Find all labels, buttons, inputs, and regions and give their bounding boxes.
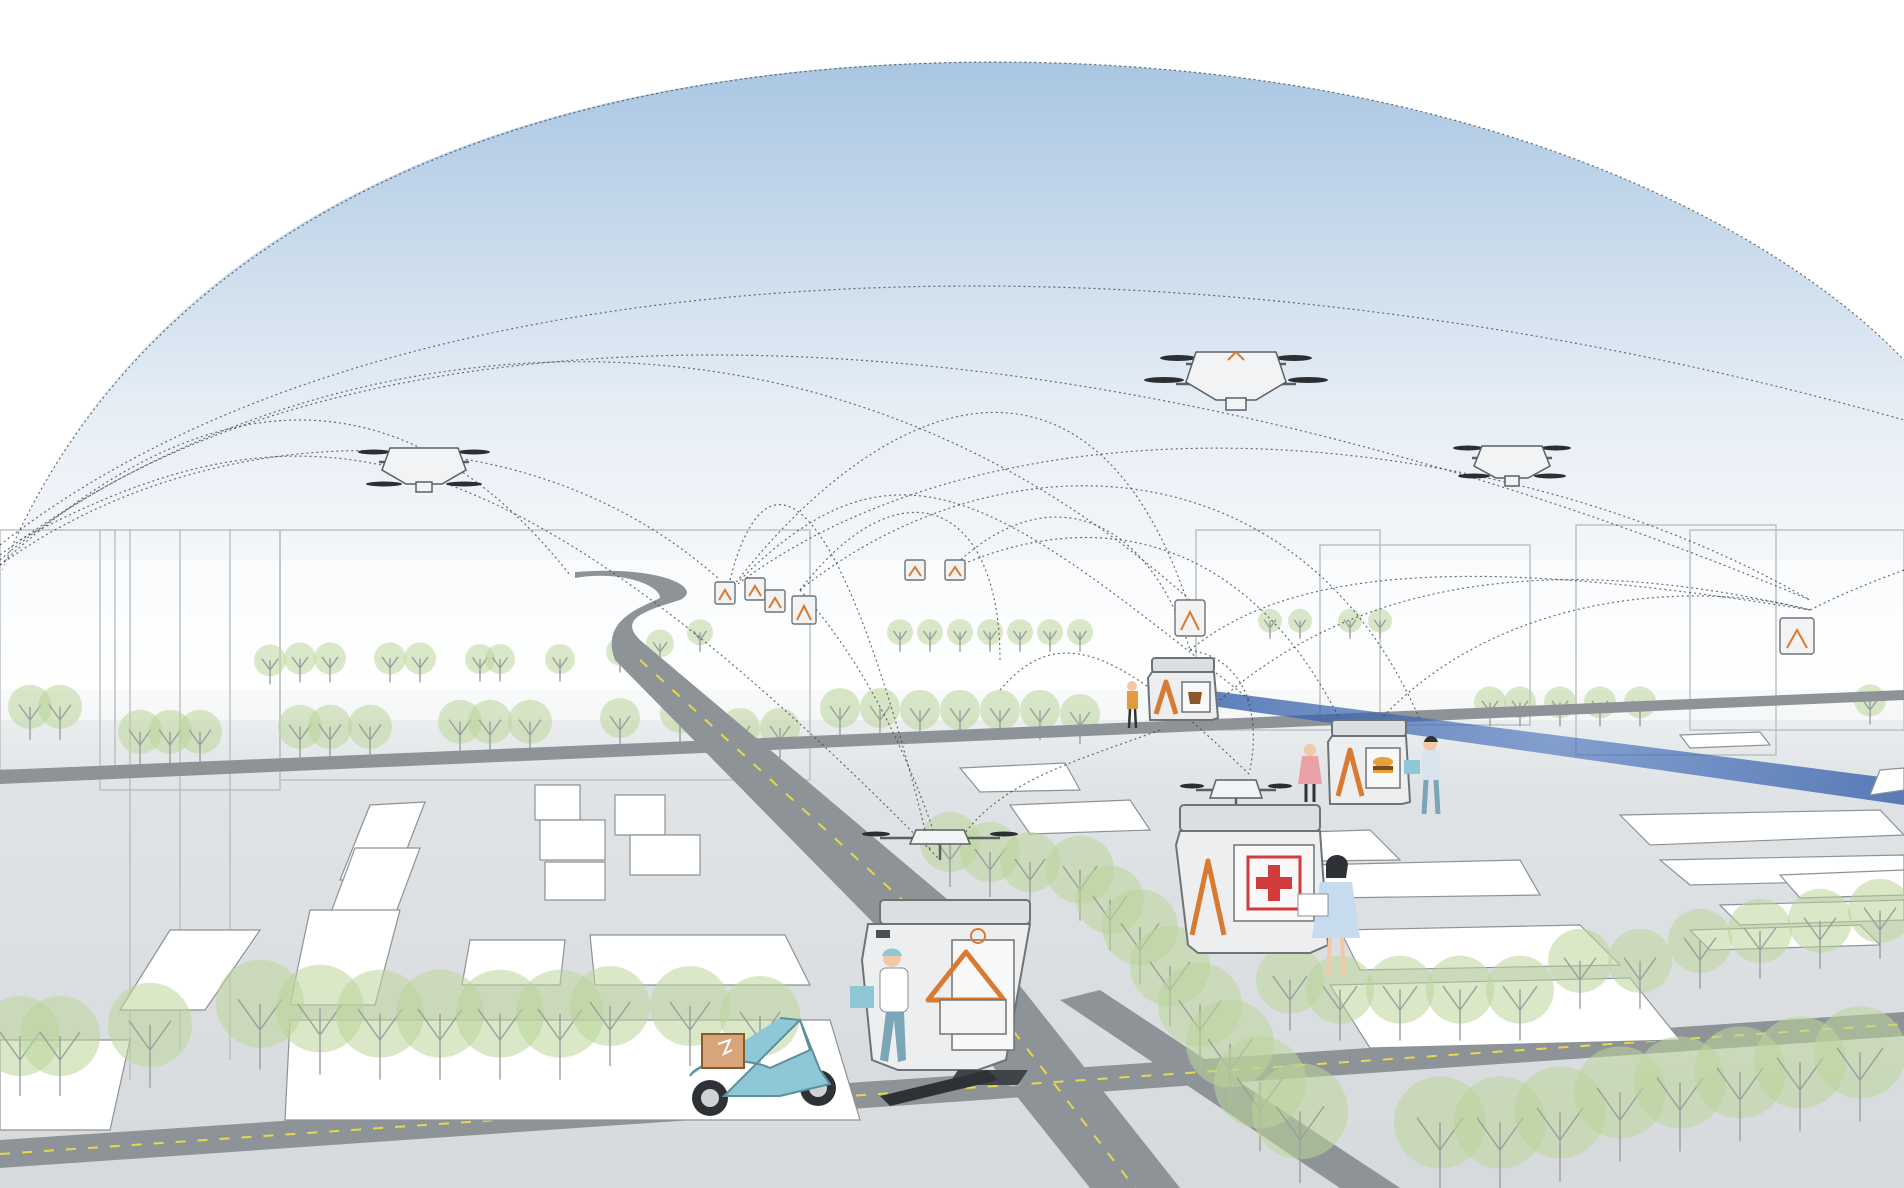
tree [1258,608,1282,639]
tree [1306,955,1374,1041]
tree [545,644,575,682]
tree [1848,878,1904,959]
tree [284,642,316,683]
tree [1007,619,1033,652]
delivery-pod [744,577,766,601]
tree [1814,1006,1904,1122]
tree [1788,888,1852,969]
tree [860,688,900,738]
drone-corridor-beam [1205,690,1904,805]
tree [308,704,352,760]
tree [178,709,222,765]
tree [1000,832,1060,907]
tree [917,619,943,652]
tree [600,698,640,748]
package-icon [701,1033,745,1069]
delivery-pods [714,559,1815,655]
person-orange [1127,681,1138,729]
tree [468,699,512,755]
delivery-pod [714,581,736,605]
flight-routes [0,285,1904,861]
drone-landing-main [862,829,1018,860]
tree [820,688,860,738]
road-winding [575,570,1180,1188]
drone-left [358,447,490,493]
drone-large-center [1144,350,1328,411]
person-courier [850,948,909,1062]
tree [1020,690,1060,740]
tree [1067,619,1093,652]
tree [570,966,650,1066]
coffee-cup-icon [1188,692,1202,704]
person-woman-pink [1298,744,1322,802]
tree [254,644,286,685]
tree [1728,898,1792,979]
delivery-pod [1779,617,1815,655]
delivery-pod [1174,599,1206,637]
tree [38,684,82,740]
tree [1037,619,1063,652]
tree [1426,955,1494,1041]
delivery-pod [764,589,786,613]
tree [374,642,406,683]
medical-cross-icon [1246,855,1302,911]
tree [1668,908,1732,989]
tree [687,619,713,652]
tree [1060,694,1100,744]
tree [1608,928,1672,1009]
tree [887,619,913,652]
tree [1366,955,1434,1041]
person-with-box [1404,736,1441,815]
tree [1252,1063,1348,1184]
tree-row-near [0,812,1904,1188]
tree [485,644,515,682]
tree [20,996,100,1096]
tree [108,982,192,1088]
delivery-pod [904,559,926,581]
drone-landing-medical [1180,779,1292,810]
tree [348,704,392,760]
delivery-pod [791,595,817,625]
station-coffee [1146,657,1220,721]
tree [1338,608,1362,639]
tree [650,966,730,1066]
delivery-scooter [689,1017,836,1116]
person-woman-medical [1297,855,1360,977]
road-horizontal-far [0,690,1904,784]
tree [1548,928,1612,1009]
delivery-pod [944,559,966,581]
station-medical [1174,804,1330,954]
drone-right [1453,445,1571,487]
tree [404,642,436,683]
sky-dome [0,61,1904,700]
tree [1368,608,1392,639]
tree [977,619,1003,652]
tree [1288,608,1312,639]
tree [314,642,346,683]
tree [1486,955,1554,1041]
station-food [1326,719,1412,805]
burger-icon [1373,757,1393,773]
tree [947,619,973,652]
